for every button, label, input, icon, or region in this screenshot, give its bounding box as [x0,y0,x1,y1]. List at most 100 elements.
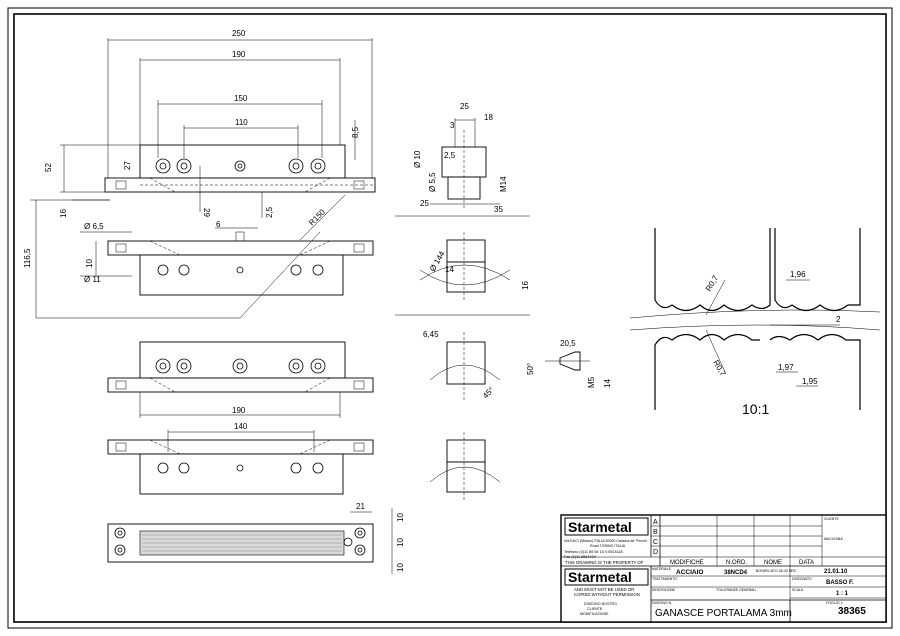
dim-25-a: 25 [460,102,469,111]
detail-scale-label: 10:1 [742,401,769,417]
origin-2: CLIENTE [587,607,603,611]
detail-view: R0,7 R0,7 1,96 2 1,97 1,95 10:1 [629,228,881,417]
dim-3: 3 [450,121,455,130]
drawing-number: 38365 [838,606,866,617]
origin-1: DISEGNO NOSTRO [584,602,617,606]
outer-border [7,7,893,629]
lower-jaw-plate [139,341,346,379]
rev-d: D [653,549,658,556]
dim-2-5: 2,5 [265,206,274,218]
company-logo: Starmetal [568,519,632,535]
dim-140: 140 [234,422,248,431]
label-scala: SCALA [792,588,804,592]
scale-value: 1 : 1 [836,591,849,597]
dim-16: 16 [59,209,68,218]
origin-3: MODIFICAZIONE [580,612,609,616]
dim-27: 27 [123,161,132,170]
detail-lower-right [769,333,861,410]
date-value: 21.01.10 [824,569,848,575]
dim-10-a: 10 [85,259,94,268]
section-4-bottom [446,461,486,493]
property-note-2: AND MUST NOT BE USED OR [574,587,634,592]
company-logo-2: Starmetal [568,569,632,585]
dim-r150: R150 [307,207,327,227]
dim-10-d: 10 [396,563,405,572]
dim-14-b: 14 [603,379,612,388]
section-3 [446,341,486,385]
dim-18: 18 [484,113,493,122]
address-line-1: Via DUCI (Milano) ITALIA 20090 Cassina d… [564,539,647,543]
detail-upper-right [774,228,861,312]
bolt-holes [115,158,365,190]
property-note-1: THIS DRAWING IS THE PROPERTY OF [565,560,644,565]
header-modifiche: MODIFICHE [670,560,704,566]
dim-dia-5-5: Ø 5,5 [428,172,437,192]
dim-150: 150 [234,94,248,103]
rev-c: C [653,539,658,546]
dim-29: 29 [202,208,211,217]
dim-1-97: 1,97 [778,363,794,372]
treatment-value: 38NCD4 [724,570,748,576]
drawn-by-value: BASSO F. [826,580,854,586]
dim-190: 190 [232,50,246,59]
dim-10-b: 10 [396,513,405,522]
header-nome: NOME [764,560,782,566]
address-line-2: Road TORINO ITALIA [590,544,626,548]
lower-front-body [139,453,344,495]
dim-110: 110 [235,118,248,127]
label-materiale: MATERIALE [652,567,672,571]
header-n-ord: N.ORD. [726,560,747,566]
section-2-top [446,239,486,263]
dim-21: 21 [356,502,365,511]
jaw-front-body [139,254,344,296]
dim-dia-10: Ø 10 [413,150,422,168]
dim-2: 2 [836,315,841,324]
dim-14: 14 [445,265,454,274]
dim-25-b: 25 [420,199,429,208]
label-macchina: MACCHINA [824,537,843,541]
dim-1-95: 1,95 [802,377,818,386]
jaw-view-top: 250 190 150 110 8,5 52 27 29 16 2,5 R150 [44,29,376,241]
jaw-view-lower-top: 190 [107,341,374,418]
title-block: Starmetal Via DUCI (Milano) ITALIA 20090… [560,514,887,623]
sheet-label: FOGLIO 1 [826,601,843,605]
detail-upper-left [654,228,771,312]
dim-52: 52 [44,163,53,172]
dim-50-deg: 50° [526,363,535,375]
lower-jaw-base [107,377,374,393]
dim-16-b: 16 [521,281,530,290]
dim-10-c: 10 [396,538,405,547]
section-4-top [446,439,486,463]
inner-border [13,13,887,623]
jaw-view-lower-front: 140 [107,422,374,495]
dim-190-b: 190 [232,406,246,415]
dim-20-5: 20,5 [560,339,576,348]
dim-250: 250 [232,29,246,38]
dim-m14: M14 [499,176,508,192]
material-value: ACCIAIO [676,569,703,576]
section-2-bottom [446,261,486,293]
dim-dia-11: Ø 11 [84,275,101,284]
jaw-view-front: Ø 6,5 6 10 Ø 11 116,5 [23,199,374,319]
dim-m5: M5 [587,376,596,388]
property-note-3: COPIED WITHOUT PERMISSION [574,592,640,597]
label-trattamento: TRATTAMENTO [652,577,677,581]
dim-8-5: 8,5 [351,126,360,138]
phone-line-1: Telefono (0)11 85 64 15 V.0514118 [564,550,623,554]
jaw-front-base [107,240,374,256]
drawing-title: GANASCE PORTALAMA 3mm [655,608,792,619]
header-data: DATA [799,560,814,566]
detail-lower-left [654,333,760,410]
jaw-view-plan: 21 10 10 10 [107,502,405,574]
rev-a: A [653,519,658,526]
dim-2-5-b: 2,5 [444,151,456,160]
label-cliente: CLIENTE [824,517,839,521]
dim-1-96: 1,96 [790,270,806,279]
dim-35: 35 [494,205,503,214]
dim-45-deg: 45° [481,385,496,400]
dim-dia-6-5: Ø 6,5 [84,222,104,231]
rev-b: B [653,529,658,536]
section-views: 25 18 3 2,5 Ø 10 Ø 5,5 M14 25 35 Ø 144 1… [395,102,612,500]
